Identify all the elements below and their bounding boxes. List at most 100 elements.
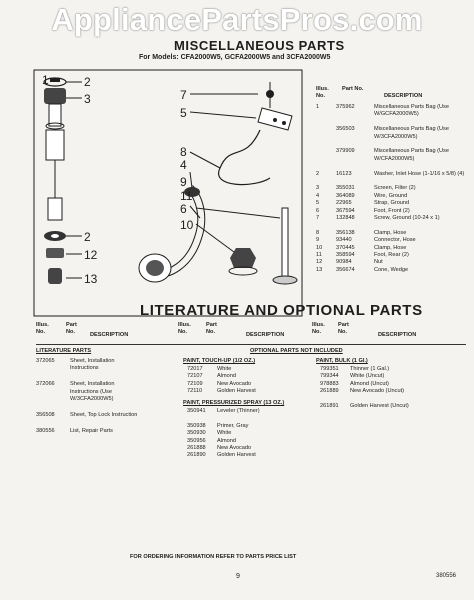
part-description: Washer, Inlet Hose (1-1/16 x 5/8) (4) bbox=[374, 170, 465, 177]
part-description: Leveler (Thinner) bbox=[217, 408, 260, 414]
part-description: Golden Harvest bbox=[217, 452, 256, 459]
part-number: 367594 bbox=[336, 207, 355, 214]
part-number: 350956 bbox=[187, 437, 206, 444]
part-description: Clamp, Hose bbox=[374, 244, 407, 251]
lit-divider bbox=[36, 344, 466, 345]
optional-heading: OPTIONAL PARTS NOT INCLUDED bbox=[250, 348, 343, 354]
illus-number: 6 bbox=[316, 207, 320, 214]
callout-6: 6 bbox=[180, 202, 187, 216]
part-number: 72109 bbox=[187, 380, 203, 387]
misc-col-desc: DESCRIPTION bbox=[384, 93, 423, 99]
ground-strap-group bbox=[189, 82, 293, 131]
illus-number: 2 bbox=[316, 170, 320, 177]
lit-title: LITERATURE AND OPTIONAL PARTS bbox=[140, 302, 423, 319]
illus-number: 12 bbox=[316, 259, 323, 266]
part-description: Almond bbox=[217, 437, 236, 444]
part-number: 350941 bbox=[187, 408, 206, 414]
touchup-heading: PAINT, TOUCH-UP (1/2 OZ.) bbox=[183, 358, 256, 364]
callout-12: 12 bbox=[84, 248, 98, 262]
part-description: Wire, Ground bbox=[374, 192, 408, 199]
misc-col-part: Part No. bbox=[342, 86, 364, 92]
part-description: Golden Harvest (Uncut) bbox=[350, 403, 409, 409]
callout-13: 13 bbox=[84, 272, 98, 286]
part-number: 16123 bbox=[336, 170, 352, 177]
part-description: List, Repair Parts bbox=[70, 427, 113, 434]
part-description: New Avocado bbox=[217, 445, 252, 451]
part-number: 799344 bbox=[320, 373, 339, 380]
lit-col-illus-3: Illus. No. bbox=[312, 322, 325, 335]
part-number: 72107 bbox=[187, 373, 203, 380]
illus-number: 7 bbox=[316, 215, 320, 221]
part-number: 93440 bbox=[336, 237, 352, 244]
part-description: Strap, Ground bbox=[374, 200, 410, 207]
part-description: Golden Harvest bbox=[217, 388, 256, 395]
part-number: 356503 bbox=[336, 126, 355, 133]
part-description: Connector, Hose bbox=[374, 237, 416, 244]
illus-number: 9 bbox=[316, 237, 320, 244]
part-description: Cone, Wedge bbox=[374, 266, 409, 273]
lit-col-desc-3: DESCRIPTION bbox=[378, 332, 417, 338]
misc-subtitle: For Models: CFA2000W5, GCFA2000W5 and 3C… bbox=[139, 54, 331, 61]
part-number: 358594 bbox=[336, 252, 355, 258]
misc-title: MISCELLANEOUS PARTS bbox=[174, 38, 345, 53]
part-number: 261891 bbox=[320, 403, 339, 409]
lit-col-desc-2: DESCRIPTION bbox=[246, 332, 285, 338]
part-number: 356508 bbox=[36, 411, 55, 418]
feet-group bbox=[195, 207, 298, 285]
part-description: Sheet, Installation Instructions (Use W/… bbox=[70, 381, 115, 402]
spray-heading: PAINT, PRESSURIZED SPRAY (13 OZ.) bbox=[183, 400, 285, 406]
part-number: 364089 bbox=[336, 192, 355, 199]
part-description: Miscellaneous Parts Bag (Use W/GCFA2000W… bbox=[374, 104, 449, 118]
illus-number: 11 bbox=[316, 252, 322, 258]
callout-8: 8 bbox=[180, 145, 187, 159]
part-description: Almond bbox=[217, 373, 236, 380]
lit-col-part-2: Part No. bbox=[206, 322, 217, 335]
part-number: 72017 bbox=[187, 366, 203, 372]
part-number: 978883 bbox=[320, 380, 339, 387]
lit-col-part-1: Part No. bbox=[66, 322, 77, 335]
part-number: 90984 bbox=[336, 259, 352, 266]
literature-heading: LITERATURE PARTS bbox=[36, 348, 92, 354]
bulk-heading: PAINT, BULK (1 Gl.) bbox=[316, 358, 368, 364]
illus-number: 3 bbox=[316, 185, 320, 192]
callout-2b: 2 bbox=[84, 230, 91, 244]
illus-number: 13 bbox=[316, 266, 323, 273]
part-number: 261888 bbox=[187, 445, 206, 451]
part-description: Sheet, Installation Instructions bbox=[70, 358, 115, 372]
callout-4: 4 bbox=[180, 158, 187, 172]
callout-10: 10 bbox=[180, 218, 194, 232]
part-description: New Avocado bbox=[217, 380, 252, 387]
part-number: 72110 bbox=[187, 388, 203, 395]
part-description: White (Uncut) bbox=[350, 373, 385, 380]
part-number: 350938 bbox=[187, 422, 206, 429]
callout-5: 5 bbox=[180, 106, 187, 120]
part-number: 375962 bbox=[336, 104, 355, 110]
illus-number: 10 bbox=[316, 244, 323, 251]
lit-col-illus-1: Illus. No. bbox=[36, 322, 49, 335]
part-description: White bbox=[217, 430, 232, 437]
part-number: 356674 bbox=[336, 266, 355, 273]
callout-11: 11 bbox=[180, 189, 193, 203]
part-description: Screen, Filter (2) bbox=[374, 185, 416, 192]
lit-headers: Illus. No. Part No. DESCRIPTION Illus. N… bbox=[36, 322, 466, 342]
part-description: Thinner (1 Gal.) bbox=[350, 366, 390, 372]
part-description: White bbox=[217, 366, 232, 372]
part-number: 380556 bbox=[36, 427, 55, 434]
part-description: Almond (Uncut) bbox=[350, 380, 389, 387]
part-number: 261890 bbox=[187, 452, 206, 459]
part-description: Screw, Ground (10-24 x 1) bbox=[374, 215, 440, 221]
hose-connector-group bbox=[138, 171, 206, 283]
part-description: Foot, Front (2) bbox=[374, 207, 410, 214]
callout-7: 7 bbox=[180, 88, 187, 102]
lit-col-illus-2: Illus. No. bbox=[178, 322, 191, 335]
part-description: New Avocado (Uncut) bbox=[350, 388, 404, 395]
misc-col-illus: Illus. No. bbox=[316, 86, 329, 99]
part-description: Sheet, Top Lock Instruction bbox=[70, 411, 138, 418]
illus-number: 4 bbox=[316, 192, 320, 199]
part-number: 379909 bbox=[336, 148, 355, 155]
part-number: 350930 bbox=[187, 430, 206, 437]
part-number: 356138 bbox=[336, 229, 355, 236]
part-number: 355031 bbox=[336, 185, 355, 192]
part-number: 370445 bbox=[336, 244, 355, 251]
illus-number: 5 bbox=[316, 200, 320, 207]
